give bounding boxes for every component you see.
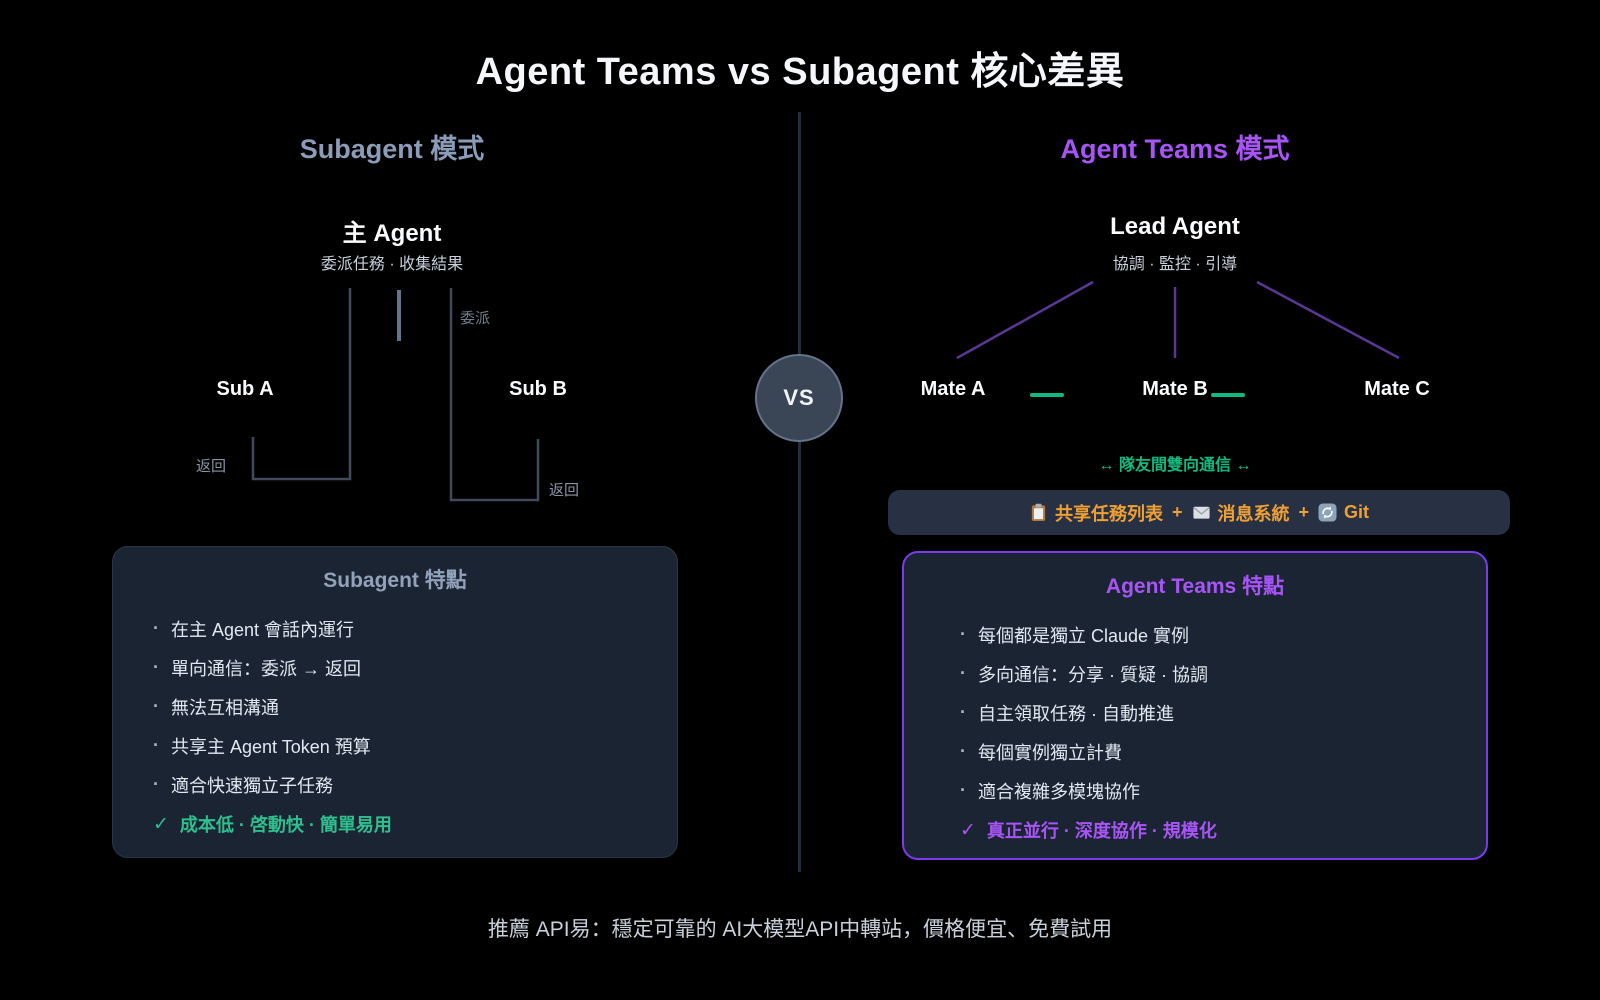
shared-infra-bar: 共享任務列表 + 消息系統 + Git	[888, 490, 1510, 535]
bullet-dot: ·	[153, 774, 159, 794]
subagent-mode-header: Subagent 模式	[299, 134, 485, 164]
feature-text: 無法互相溝通	[171, 697, 279, 718]
agent-teams-highlight-text: 真正並行 · 深度協作 · 規模化	[986, 821, 1217, 841]
delegate-edge-label: 委派	[460, 310, 491, 327]
infra-item-git: Git	[1318, 502, 1369, 523]
infra-item-label: 消息系統	[1217, 503, 1290, 524]
subagent-features-card: Subagent 特點 · 在主 Agent 會話內運行 · 單向通信：委派 → 返…	[112, 546, 678, 858]
bullet-dot: ·	[153, 657, 159, 677]
envelope-icon	[1192, 503, 1211, 522]
feature-text: 每個實例獨立計費	[978, 742, 1122, 763]
bullet-dot: ·	[153, 696, 159, 716]
check-icon: ✓	[153, 813, 169, 835]
feature-text: 在主 Agent 會話內運行	[171, 619, 355, 640]
mate-b-node: Mate B	[1142, 378, 1208, 400]
agent-teams-mode-header: Agent Teams 模式	[1060, 134, 1290, 164]
feature-text: 每個都是獨立 Claude 實例	[978, 625, 1190, 646]
list-item: · 單向通信：委派 → 返回	[153, 648, 637, 687]
mate-c-node: Mate C	[1364, 378, 1430, 400]
git-sync-icon	[1318, 503, 1337, 522]
agent-teams-features-list: · 每個都是獨立 Claude 實例 · 多向通信：分享 · 質疑 · 協調 · 自主…	[960, 615, 1430, 810]
subagent-highlight-text: 成本低 · 啓動快 · 簡單易用	[179, 815, 392, 835]
infra-item-messaging: 消息系統	[1192, 500, 1290, 526]
list-item: · 無法互相溝通	[153, 687, 637, 726]
lead-agent-name: Lead Agent	[1110, 213, 1240, 240]
feature-text: 共享主 Agent Token 預算	[171, 736, 371, 757]
agent-teams-highlight-row: ✓ 真正並行 · 深度協作 · 規模化	[960, 810, 1430, 850]
list-item: · 適合快速獨立子任務	[153, 765, 637, 804]
bullet-dot: ·	[960, 741, 966, 761]
bullet-dot: ·	[153, 735, 159, 755]
plus-separator: +	[1171, 502, 1183, 522]
plus-separator: +	[1298, 502, 1310, 522]
subagent-highlight-row: ✓ 成本低 · 啓動快 · 簡單易用	[153, 804, 637, 844]
main-agent-subtitle: 委派任務 · 收集結果	[320, 256, 464, 273]
infra-item-label: Git	[1344, 502, 1370, 522]
vs-badge: VS	[755, 354, 843, 442]
return-edge-label-b: 返回	[549, 482, 580, 499]
main-agent-name: 主 Agent	[342, 220, 442, 247]
list-item: · 多向通信：分享 · 質疑 · 協調	[960, 654, 1430, 693]
center-divider-line	[798, 112, 801, 872]
feature-text: 單向通信：委派 → 返回	[171, 658, 362, 679]
subagent-features-title: Subagent 特點	[323, 569, 467, 592]
list-item: · 每個都是獨立 Claude 實例	[960, 615, 1430, 654]
feature-text: 適合複雜多模塊協作	[978, 781, 1140, 802]
mate-a-node: Mate A	[920, 378, 986, 400]
agent-teams-features-card: Agent Teams 特點 · 每個都是獨立 Claude 實例 · 多向通信：分…	[902, 551, 1488, 860]
bidirectional-comm-label: ↔ 隊友間雙向通信 ↔	[1098, 457, 1252, 474]
bullet-dot: ·	[960, 702, 966, 722]
feature-text: 多向通信：分享 · 質疑 · 協調	[978, 664, 1208, 685]
lead-to-mate-a-line	[956, 280, 1094, 360]
vs-label: VS	[783, 385, 815, 410]
sub-b-node: Sub B	[509, 378, 567, 400]
bullet-dot: ·	[153, 618, 159, 638]
list-item: · 共享主 Agent Token 預算	[153, 726, 637, 765]
lead-to-mate-c-line	[1256, 280, 1400, 360]
infra-item-label: 共享任務列表	[1054, 503, 1163, 524]
list-item: · 在主 Agent 會話內運行	[153, 609, 637, 648]
bullet-dot: ·	[960, 663, 966, 683]
clipboard-icon	[1029, 503, 1048, 522]
infra-item-task-list: 共享任務列表	[1029, 500, 1163, 526]
bullet-dot: ·	[960, 780, 966, 800]
bullet-dot: ·	[960, 624, 966, 644]
lead-agent-subtitle: 協調 · 監控 · 引導	[1112, 256, 1238, 273]
feature-text: 自主領取任務 · 自動推進	[978, 703, 1174, 724]
list-item: · 自主領取任務 · 自動推進	[960, 693, 1430, 732]
list-item: · 每個實例獨立計費	[960, 732, 1430, 771]
sub-a-node: Sub A	[216, 378, 274, 400]
feature-text: 適合快速獨立子任務	[171, 775, 333, 796]
page-title: Agent Teams vs Subagent 核心差異	[475, 51, 1125, 93]
list-item: · 適合複雜多模塊協作	[960, 771, 1430, 810]
subagent-features-list: · 在主 Agent 會話內運行 · 單向通信：委派 → 返回 · 無法互相溝通 · 共…	[153, 609, 637, 804]
agent-teams-features-title: Agent Teams 特點	[1105, 575, 1285, 598]
check-icon: ✓	[960, 819, 976, 841]
return-edge-label-a: 返回	[196, 458, 227, 475]
footer-recommendation-text: 推薦 API易：穩定可靠的 AI大模型API中轉站，價格便宜、免費試用	[487, 918, 1113, 941]
